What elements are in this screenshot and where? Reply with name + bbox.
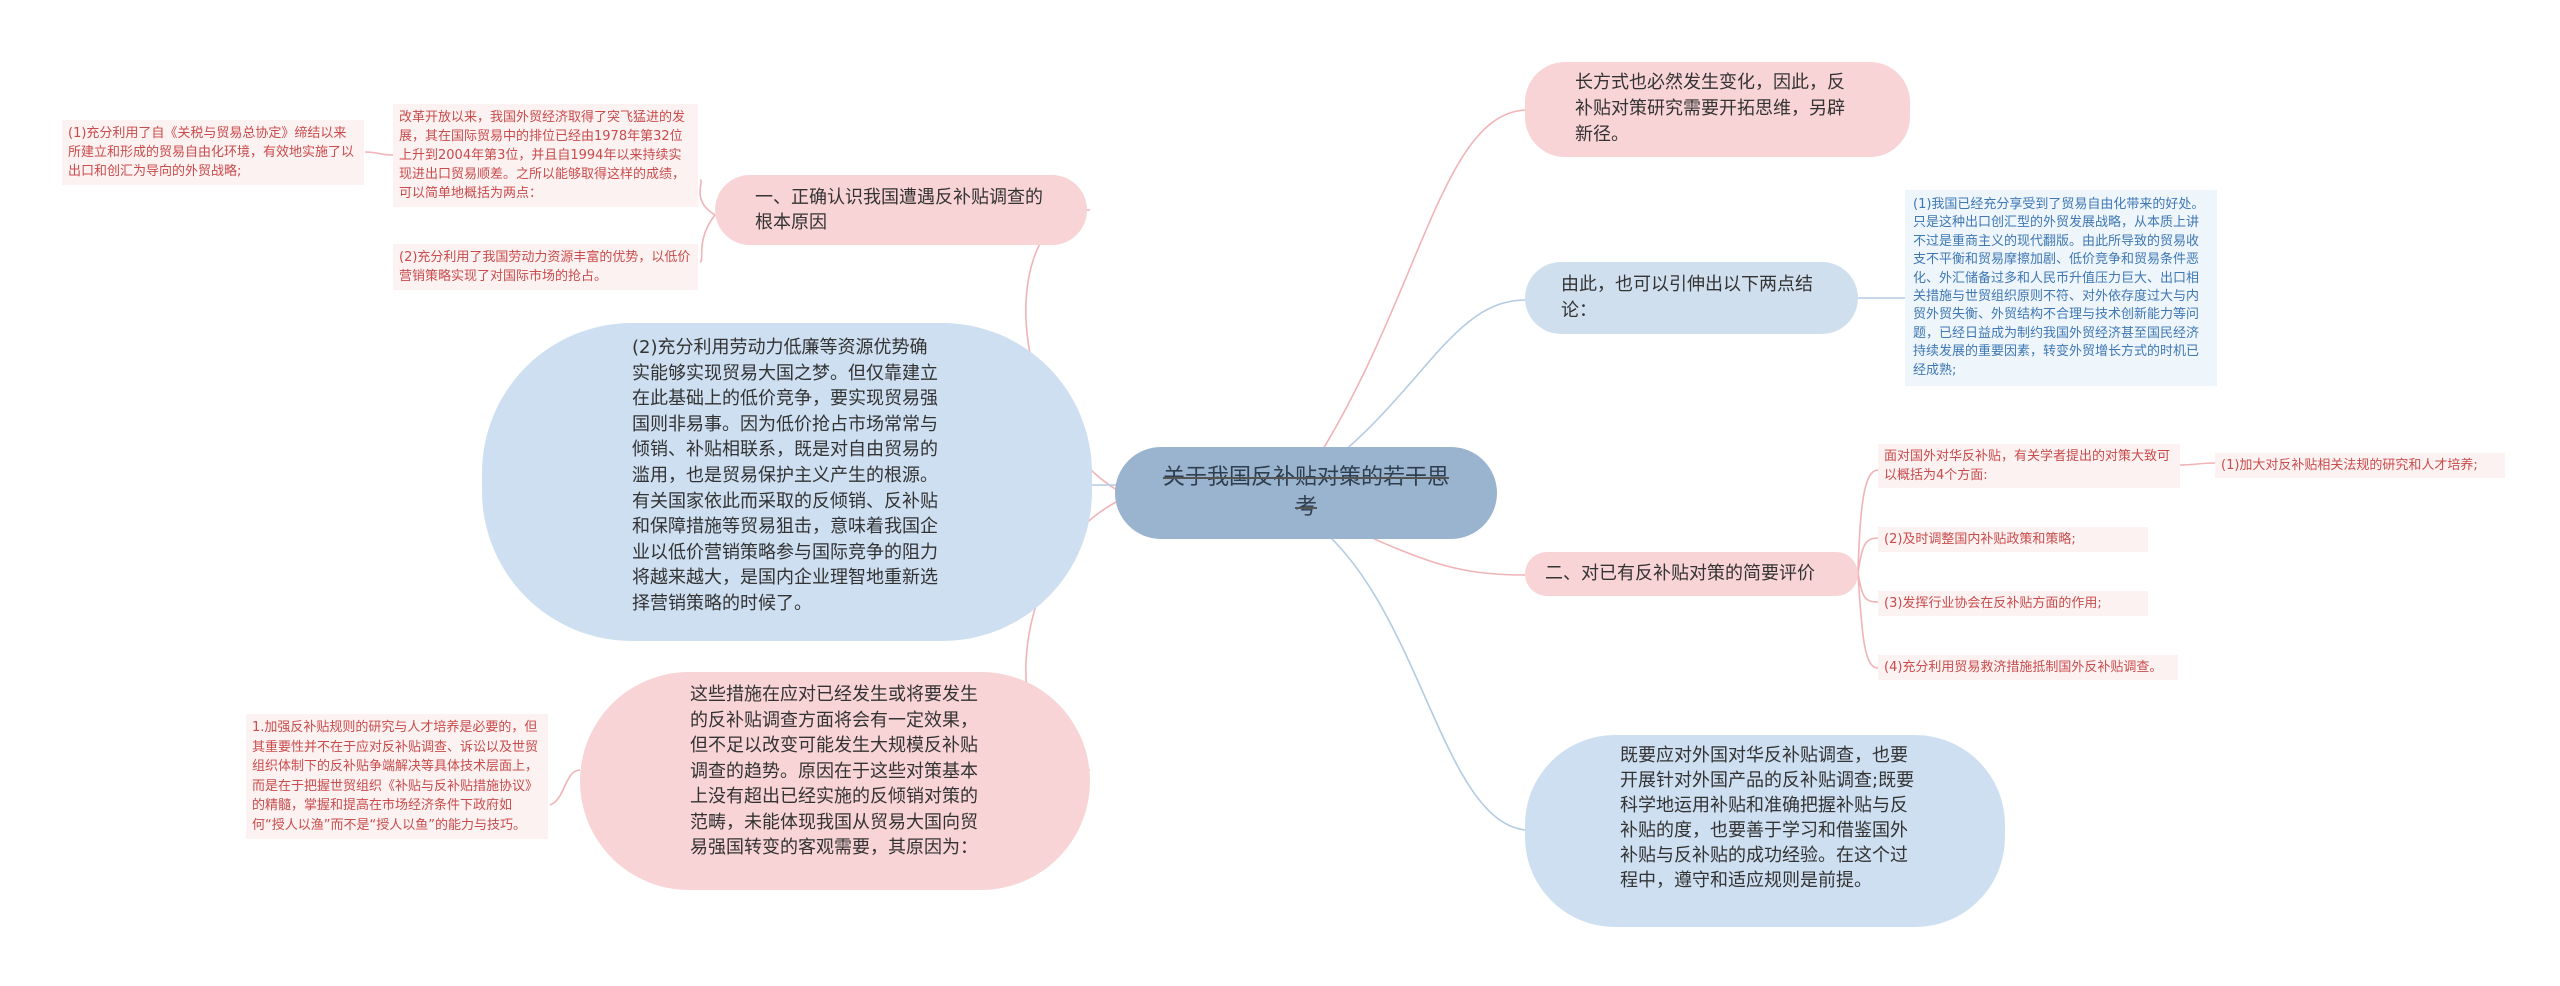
link-branch2-item4 xyxy=(1857,572,1879,669)
link-branch1-intro xyxy=(699,179,716,216)
branch-root-cause-label: 一、正确认识我国遭遇反补贴调查的根本原因 xyxy=(755,187,1043,233)
note-scholar-measures-text: 面对国外对华反补贴，有关学者提出的对策大致可以概括为4个方面: xyxy=(1884,449,2171,483)
link-branch2-item3 xyxy=(1857,572,1879,603)
node-new-approach[interactable]: 长方式也必然发生变化，因此，反补贴对策研究需要开拓思维，另辟新径。 xyxy=(1525,62,1910,157)
node-low-price-analysis[interactable]: (2)充分利用劳动力低廉等资源优势确实能够实现贸易大国之梦。但仅靠建立在此基础上… xyxy=(482,323,1092,641)
node-measures-limitations-text: 这些措施在应对已经发生或将要发生的反补贴调查方面将会有一定效果，但不足以改变可能… xyxy=(690,684,978,858)
note-item-industry-association: (3)发挥行业协会在反补贴方面的作用; xyxy=(1878,591,2148,616)
note-item-trade-remedy: (4)充分利用贸易救济措施抵制国外反补贴调查。 xyxy=(1878,655,2178,680)
link-branch2-item2 xyxy=(1857,537,1879,574)
link-center-bigblue-right xyxy=(1309,519,1526,831)
note-trade-liberalization: (1)我国已经充分享受到了贸易自由化带来的好处。只是这种出口创汇型的外贸发展战略… xyxy=(1905,190,2217,387)
note-item-research-talent: (1)加大对反补贴相关法规的研究和人才培养; xyxy=(2215,453,2505,478)
branch-evaluation[interactable]: 二、对已有反补贴对策的简要评价 xyxy=(1525,552,1858,596)
link-bigpink-leftnote xyxy=(549,769,581,806)
note-point2-labor: (2)充分利用了我国劳动力资源丰富的优势，以低价营销策略实现了对国际市场的抢占。 xyxy=(393,244,698,290)
note-scholar-measures: 面对国外对华反补贴，有关学者提出的对策大致可以概括为4个方面: xyxy=(1878,444,2180,488)
link-intro-point1 xyxy=(364,151,394,156)
branch-conclusions-label: 由此，也可以引伸出以下两点结论： xyxy=(1561,274,1813,321)
note-rule-research: 1.加强反补贴规则的研究与人才培养是必要的，但其重要性并不在于应对反补贴调查、诉… xyxy=(246,714,548,839)
note-item4-text: (4)充分利用贸易救济措施抵制国外反补贴调查。 xyxy=(1884,660,2163,675)
central-topic[interactable]: 关于我国反补贴对策的若干思考 xyxy=(1115,447,1497,539)
link-center-conclusion xyxy=(1309,299,1526,479)
note-point1-text: (1)充分利用了自《关税与贸易总协定》缔结以来所建立和形成的贸易自由化环境，有效… xyxy=(68,126,355,179)
branch-conclusions[interactable]: 由此，也可以引伸出以下两点结论： xyxy=(1525,262,1858,334)
note-rule-research-text: 1.加强反补贴规则的研究与人才培养是必要的，但其重要性并不在于应对反补贴调查、诉… xyxy=(252,720,539,833)
node-dual-strategy-text: 既要应对外国对华反补贴调查，也要开展针对外国产品的反补贴调查;既要科学地运用补贴… xyxy=(1620,745,1915,891)
node-dual-strategy[interactable]: 既要应对外国对华反补贴调查，也要开展针对外国产品的反补贴调查;既要科学地运用补贴… xyxy=(1525,735,2005,927)
note-reform-intro: 改革开放以来，我国外贸经济取得了突飞猛进的发展，其在国际贸易中的排位已经由197… xyxy=(393,104,698,207)
note-point1-gatt: (1)充分利用了自《关税与贸易总协定》缔结以来所建立和形成的贸易自由化环境，有效… xyxy=(62,120,364,185)
node-new-approach-text: 长方式也必然发生变化，因此，反补贴对策研究需要开拓思维，另辟新径。 xyxy=(1575,72,1845,145)
node-measures-limitations[interactable]: 这些措施在应对已经发生或将要发生的反补贴调查方面将会有一定效果，但不足以改变可能… xyxy=(580,672,1090,890)
branch-evaluation-label: 二、对已有反补贴对策的简要评价 xyxy=(1545,563,1815,584)
link-branch2-lead xyxy=(1857,469,1879,574)
link-lead-item1 xyxy=(2179,462,2216,466)
note-reform-intro-text: 改革开放以来，我国外贸经济取得了突飞猛进的发展，其在国际贸易中的排位已经由197… xyxy=(399,110,686,201)
note-trade-liberalization-text: (1)我国已经充分享受到了贸易自由化带来的好处。只是这种出口创汇型的外贸发展战略… xyxy=(1913,197,2205,378)
note-item1-text: (1)加大对反补贴相关法规的研究和人才培养; xyxy=(2221,458,2478,473)
note-item-domestic-subsidy: (2)及时调整国内补贴政策和策略; xyxy=(1878,527,2148,552)
node-low-price-analysis-text: (2)充分利用劳动力低廉等资源优势确实能够实现贸易大国之梦。但仅靠建立在此基础上… xyxy=(632,337,938,614)
note-item2-text: (2)及时调整国内补贴政策和策略; xyxy=(1884,532,2076,547)
branch-root-cause[interactable]: 一、正确认识我国遭遇反补贴调查的根本原因 xyxy=(715,175,1087,245)
note-item3-text: (3)发挥行业协会在反补贴方面的作用; xyxy=(1884,596,2102,611)
central-topic-text: 关于我国反补贴对策的若干思考 xyxy=(1162,465,1449,520)
link-center-toppink xyxy=(1309,109,1526,471)
link-branch1-point2 xyxy=(699,214,716,263)
note-point2-text: (2)充分利用了我国劳动力资源丰富的优势，以低价营销策略实现了对国际市场的抢占。 xyxy=(399,250,691,284)
